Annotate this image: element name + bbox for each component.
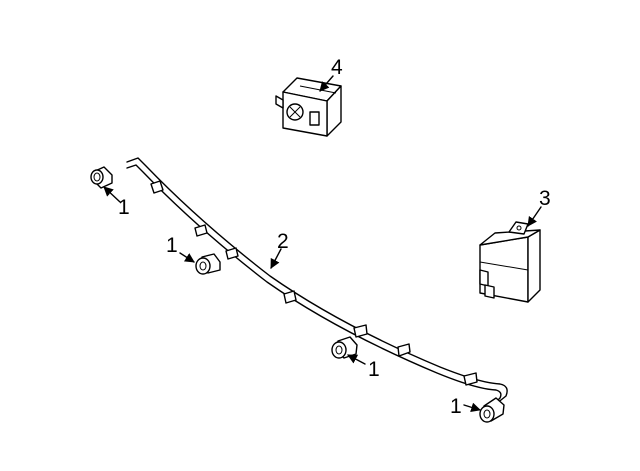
callout-4: 4 <box>331 56 343 79</box>
sensor-1-top-left <box>90 166 113 189</box>
callout-1a-arrow <box>103 186 121 203</box>
callout-1b-arrow <box>179 252 195 263</box>
callout-1-mid-left: 1 <box>166 234 178 257</box>
callout-2-arrow <box>270 248 282 269</box>
callout-1-center: 1 <box>368 358 380 381</box>
callout-4-arrow <box>319 75 334 92</box>
callout-1c-arrow <box>347 354 366 365</box>
callout-1-right: 1 <box>450 395 462 418</box>
callout-3-arrow <box>527 206 542 227</box>
callout-2: 2 <box>277 230 289 253</box>
sensor-1-right <box>479 397 505 423</box>
sensor-1-center <box>331 336 358 359</box>
callout-3: 3 <box>539 187 551 210</box>
switch-part <box>275 77 342 137</box>
wiring-harness <box>126 157 508 407</box>
sensor-1-mid-left <box>195 253 221 275</box>
callout-1-top-left: 1 <box>118 196 130 219</box>
module-part <box>479 221 541 303</box>
callout-1d-arrow <box>463 402 481 413</box>
